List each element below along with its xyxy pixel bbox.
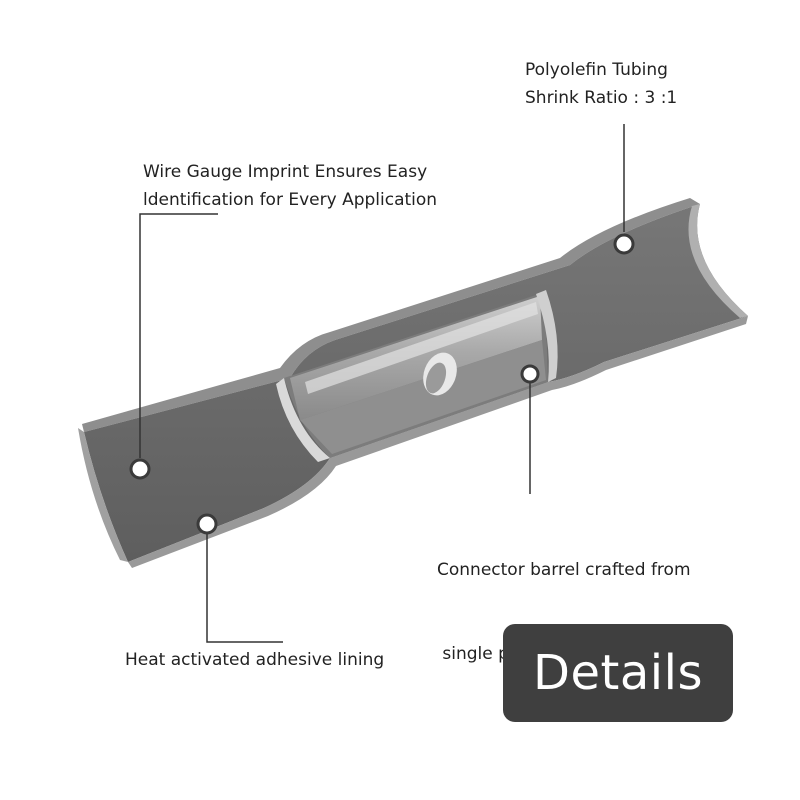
callout-barrel-line1: Connector barrel crafted from bbox=[437, 560, 691, 580]
connector-barrel bbox=[276, 290, 558, 462]
callout-dots bbox=[129, 233, 635, 535]
callout-dot-tubing bbox=[613, 233, 635, 255]
callout-imprint-line2: ldentification for Every Application bbox=[143, 190, 438, 210]
leader-line-adhesive bbox=[206, 532, 283, 643]
callout-imprint-line1: Wire Gauge Imprint Ensures Easy bbox=[143, 162, 428, 182]
details-badge: Details bbox=[503, 624, 733, 722]
leader-line-imprint bbox=[139, 213, 218, 458]
callout-dot-imprint bbox=[129, 458, 151, 480]
callout-tubing: Polyolefin Tubing Shrink Ratio : 3 :1 bbox=[525, 56, 677, 112]
callout-dot-barrel bbox=[520, 364, 540, 384]
callout-dot-adhesive bbox=[196, 513, 218, 535]
callout-tubing-line1: Polyolefin Tubing bbox=[525, 60, 668, 80]
callout-adhesive: Heat activated adhesive lining bbox=[125, 646, 384, 674]
callout-tubing-line2: Shrink Ratio : 3 :1 bbox=[525, 88, 678, 108]
leader-lines bbox=[139, 124, 625, 643]
details-badge-label: Details bbox=[533, 645, 703, 701]
callout-adhesive-line1: Heat activated adhesive lining bbox=[125, 650, 385, 670]
callout-imprint: Wire Gauge Imprint Ensures Easy ldentifi… bbox=[143, 158, 437, 214]
